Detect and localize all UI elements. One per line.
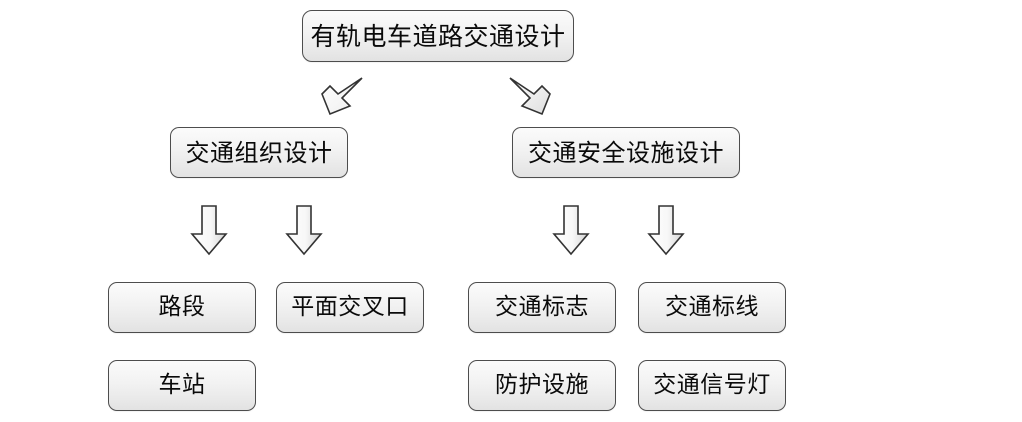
node-label: 交通组织设计 [185,138,333,167]
node-traffic-marking[interactable]: 交通标线 [638,282,786,333]
node-road-section[interactable]: 路段 [108,282,256,333]
node-label: 路段 [158,294,206,320]
node-traffic-signal-light[interactable]: 交通信号灯 [638,360,786,411]
node-label: 交通标志 [495,294,589,320]
node-protection-facility[interactable]: 防护设施 [468,360,616,411]
arrow-diagonal-down-left [318,74,364,118]
node-label: 车站 [158,372,206,398]
node-at-grade-intersection[interactable]: 平面交叉口 [276,282,424,333]
node-traffic-safety-facility-design[interactable]: 交通安全设施设计 [512,127,740,178]
arrow-down-traffic-sign [552,204,590,256]
arrow-down-road-section [190,204,228,256]
node-label: 交通信号灯 [653,372,771,398]
node-traffic-organization-design[interactable]: 交通组织设计 [170,127,348,178]
arrow-down-intersection [285,204,323,256]
arrow-down-traffic-marking [647,204,685,256]
node-label: 平面交叉口 [291,294,409,320]
node-station[interactable]: 车站 [108,360,256,411]
node-label: 交通安全设施设计 [528,138,724,167]
node-root-tram-road-traffic-design[interactable]: 有轨电车道路交通设计 [302,10,574,62]
node-label: 交通标线 [665,294,759,320]
node-label: 防护设施 [495,372,589,398]
node-label: 有轨电车道路交通设计 [310,21,566,51]
node-traffic-sign[interactable]: 交通标志 [468,282,616,333]
arrow-diagonal-down-right [508,74,554,118]
